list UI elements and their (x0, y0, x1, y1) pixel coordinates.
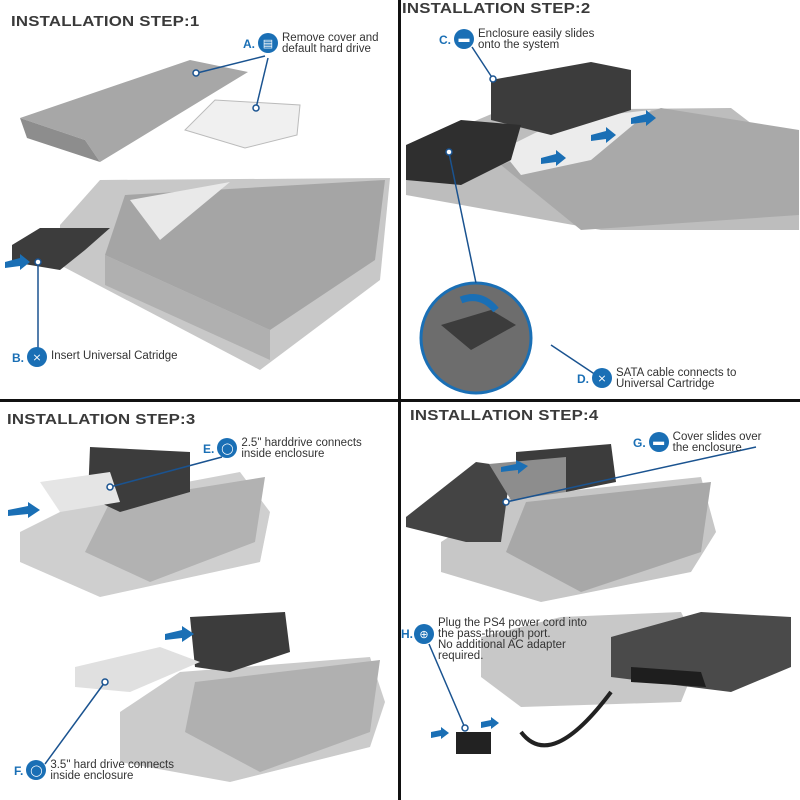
step-4-title: INSTALLATION STEP:4 (410, 407, 599, 424)
step-1-illustration (5, 55, 390, 370)
callout-g-letter: G. (633, 436, 646, 450)
callout-e-letter: E. (203, 442, 215, 456)
enclosure-icon: ▬ (454, 29, 474, 49)
callout-b-text: Insert Universal Catridge (51, 350, 178, 362)
hard-drive-icon: ▤ (258, 33, 278, 53)
enclosure-icon: ▬ (648, 432, 669, 452)
callout-f-text: 3.5" hard drive connects inside enclosur… (50, 759, 174, 782)
hard-drive-icon: ◯ (26, 760, 47, 780)
callout-a: A. ▤ Remove cover and default hard drive (243, 32, 379, 55)
callout-c-letter: C. (439, 33, 451, 47)
panel-step-3: INSTALLATION STEP:3 E. ◯ 2.5" harddrive … (0, 402, 398, 800)
power-plug-icon: ⊕ (414, 624, 434, 644)
step-2-illustration (406, 46, 799, 395)
callout-c: C. ▬ Enclosure easily slides onto the sy… (439, 28, 595, 51)
callout-d-text: SATA cable connects to Universal Cartrid… (616, 367, 737, 390)
callout-f: F. ◯ 3.5" hard drive connects inside enc… (14, 759, 174, 782)
callout-d-letter: D. (577, 372, 589, 386)
step-4-illustration (406, 444, 791, 754)
hard-drive-icon: ◯ (217, 438, 238, 458)
callout-e-text: 2.5" harddrive connects inside enclosure (241, 437, 362, 460)
panel-step-1: INSTALLATION STEP:1 A. ▤ Remove cover an… (0, 0, 398, 398)
cable-plug-icon: ⨯ (27, 347, 47, 367)
step-1-title: INSTALLATION STEP:1 (11, 13, 200, 30)
callout-h-letter: H. (401, 627, 413, 641)
callout-b: B. ⨯ Insert Universal Catridge (12, 347, 178, 367)
cable-plug-icon: ⨯ (592, 368, 612, 388)
callout-g: G. ▬ Cover slides over the enclosure (633, 431, 762, 454)
callout-f-letter: F. (14, 764, 24, 778)
horizontal-divider (0, 399, 800, 402)
callout-h: H. ⊕ Plug the PS4 power cord into the pa… (401, 617, 587, 662)
callout-a-letter: A. (243, 37, 255, 51)
step-2-title: INSTALLATION STEP:2 (402, 0, 591, 17)
callout-a-text: Remove cover and default hard drive (282, 32, 379, 55)
callout-c-text: Enclosure easily slides onto the system (478, 28, 595, 51)
callout-e: E. ◯ 2.5" harddrive connects inside encl… (203, 437, 362, 460)
step-3-title: INSTALLATION STEP:3 (7, 411, 196, 428)
callout-d: D. ⨯ SATA cable connects to Universal Ca… (577, 367, 737, 390)
callout-b-letter: B. (12, 351, 24, 365)
callout-h-text: Plug the PS4 power cord into the pass-th… (438, 617, 587, 662)
callout-g-text: Cover slides over the enclosure (672, 431, 762, 454)
step-3-illustration (8, 447, 385, 782)
panel-step-2: INSTALLATION STEP:2 C. ▬ Enclosure easil… (401, 0, 799, 398)
panel-step-4: INSTALLATION STEP:4 G. ▬ Cover slides ov… (401, 402, 799, 800)
